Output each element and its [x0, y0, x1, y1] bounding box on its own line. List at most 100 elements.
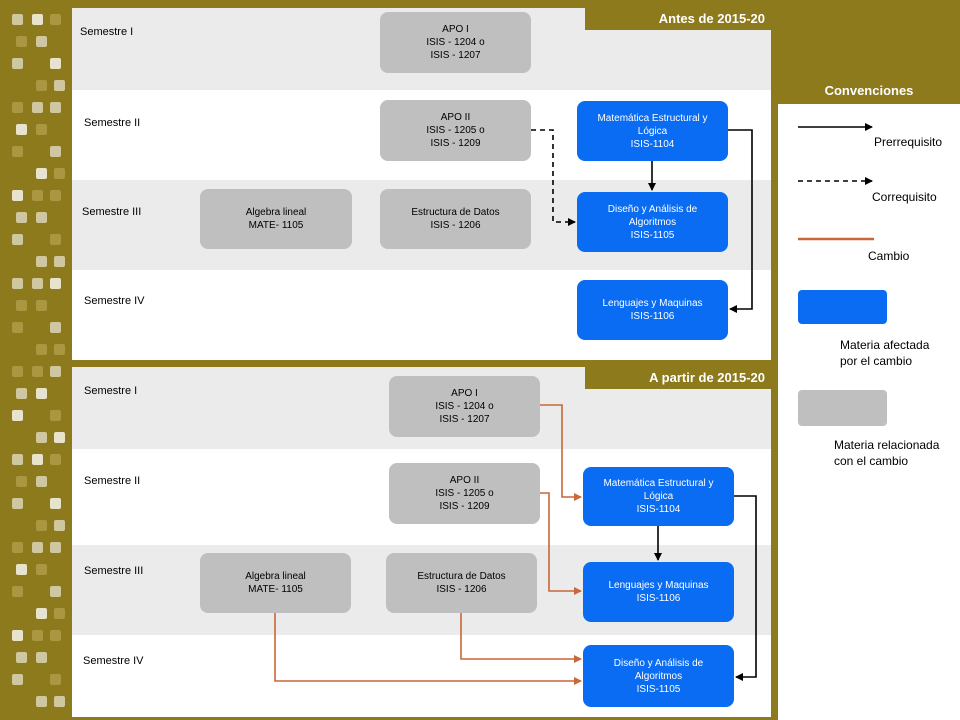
semester-label: Semestre II [84, 117, 141, 129]
decorative-square [36, 256, 47, 267]
decorative-square [50, 190, 61, 201]
decorative-square [50, 454, 61, 465]
decorative-square [50, 630, 61, 641]
decorative-square [16, 564, 27, 575]
course-code: ISIS - 1204 o [435, 401, 494, 412]
decorative-square [12, 630, 23, 641]
course-code: ISIS - 1206 [430, 220, 481, 231]
decorative-square [12, 410, 23, 421]
course-box-lenguajes-maquinas: Lenguajes y Maquinas ISIS-1106 [583, 562, 734, 622]
decorative-square [32, 102, 43, 113]
course-box-apo2: APO II ISIS - 1205 o ISIS - 1209 [380, 100, 531, 161]
decorative-square [54, 520, 65, 531]
course-box-diseno-algoritmos: Diseño y Análisis de Algoritmos ISIS-110… [577, 192, 728, 252]
decorative-square [32, 542, 43, 553]
panel-banner: A partir de 2015-20 [585, 367, 771, 389]
legend-title: Convenciones [778, 78, 960, 104]
course-code: MATE- 1105 [248, 220, 304, 231]
decorative-square [36, 652, 47, 663]
course-name: Algoritmos [628, 216, 677, 228]
course-code: ISIS-1104 [630, 138, 675, 150]
course-box-algebra: Algebra lineal MATE- 1105 [200, 553, 351, 613]
decorative-square [50, 542, 61, 553]
decorative-square [16, 212, 27, 223]
course-name: Matemática Estructural y [603, 478, 714, 489]
decorative-square [50, 366, 61, 377]
legend-text-line: por el cambio [840, 354, 913, 368]
decorative-square [36, 388, 47, 399]
decorative-square [32, 14, 43, 25]
course-box-apo1: APO I ISIS - 1204 o ISIS - 1207 [389, 376, 540, 437]
decorative-square [50, 322, 61, 333]
course-name: APO I [451, 388, 478, 399]
legend-label-prerrequisito: Prerrequisito [874, 135, 943, 149]
decorative-square [32, 630, 43, 641]
decorative-square [54, 432, 65, 443]
course-name: Estructura de Datos [417, 571, 506, 582]
legend-label-cambio: Cambio [868, 249, 910, 263]
course-name: Lógica [637, 125, 668, 137]
course-name: Estructura de Datos [411, 207, 500, 218]
legend-panel: Convenciones Prerrequisito Correquisito … [778, 78, 960, 720]
decorative-square [16, 124, 27, 135]
legend-label-correquisito: Correquisito [872, 190, 937, 204]
decorative-square [50, 102, 61, 113]
decorative-square [16, 476, 27, 487]
decorative-square [54, 696, 65, 707]
decorative-square [12, 102, 23, 113]
legend-text-line: Materia relacionada [834, 438, 940, 452]
course-code: ISIS-1104 [636, 504, 681, 515]
course-code: ISIS - 1205 o [426, 125, 485, 136]
decorative-square [50, 278, 61, 289]
decorative-square [12, 454, 23, 465]
decorative-square [50, 58, 61, 69]
course-name: Algebra lineal [245, 571, 306, 582]
semester-label: Semestre I [84, 385, 138, 397]
decorative-square [36, 564, 47, 575]
decorative-square [12, 278, 23, 289]
decorative-square [50, 586, 61, 597]
course-name: APO II [449, 475, 480, 486]
decorative-square [36, 608, 47, 619]
course-name: Lógica [643, 491, 674, 502]
course-code: MATE- 1105 [248, 584, 303, 595]
decorative-square [12, 366, 23, 377]
decorative-square [12, 190, 23, 201]
decorative-square [16, 652, 27, 663]
semester-label: Semestre I [80, 26, 134, 38]
decorative-square [36, 212, 47, 223]
course-name: Diseño y Análisis de [613, 657, 704, 669]
decorative-square [36, 432, 47, 443]
decorative-square [32, 454, 43, 465]
decorative-square [50, 146, 61, 157]
course-name: Lenguajes y Maquinas [602, 298, 703, 309]
panel-banner: Antes de 2015-20 [585, 8, 771, 30]
course-box-estructura-datos: Estructura de Datos ISIS - 1206 [386, 553, 537, 613]
decorative-square [54, 608, 65, 619]
decorative-square [54, 80, 65, 91]
course-box-algebra: Algebra lineal MATE- 1105 [200, 189, 352, 249]
decorative-square [36, 80, 47, 91]
decorative-square [50, 674, 61, 685]
legend-label-afectada: Materia afectada por el cambio [840, 337, 929, 369]
semester-label: Semestre III [82, 206, 142, 218]
course-code: ISIS-1105 [636, 683, 681, 695]
decorative-square [32, 366, 43, 377]
course-name: Algoritmos [634, 670, 683, 682]
decorative-square [36, 36, 47, 47]
decorative-square [12, 542, 23, 553]
course-code: ISIS - 1207 [439, 414, 490, 425]
decorative-square [12, 146, 23, 157]
decorative-square [50, 234, 61, 245]
decorative-square [50, 14, 61, 25]
course-name: Matemática Estructural y [597, 112, 708, 124]
course-code: ISIS - 1207 [430, 50, 481, 61]
panel-before: Antes de 2015-20 Semestre I Semestre II … [72, 8, 771, 360]
decorative-square [12, 498, 23, 509]
decorative-square [36, 520, 47, 531]
decorative-square [54, 344, 65, 355]
decorative-square [54, 256, 65, 267]
course-box-apo1: APO I ISIS - 1204 o ISIS - 1207 [380, 12, 531, 73]
panel-after: A partir de 2015-20 Semestre I Semestre … [72, 367, 771, 717]
decorative-square [12, 322, 23, 333]
